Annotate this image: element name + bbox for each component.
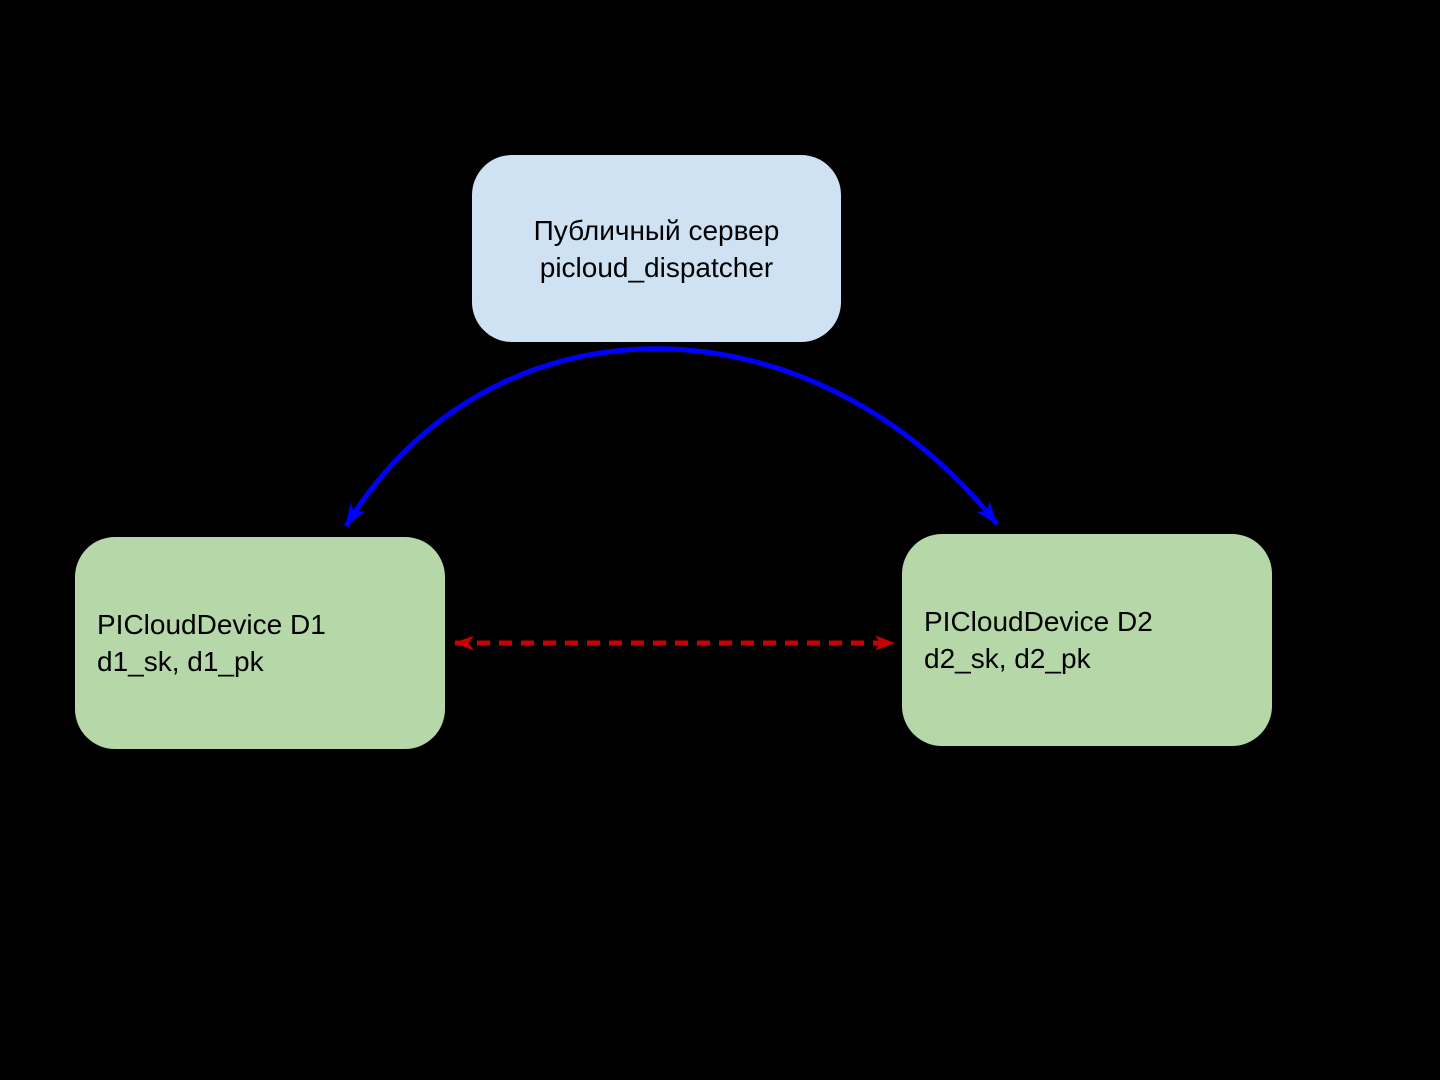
device1-node: PICloudDevice D1 d1_sk, d1_pk [73, 535, 447, 751]
device2-node-keys: d2_sk, d2_pk [924, 643, 1091, 674]
device1-node-keys: d1_sk, d1_pk [97, 646, 264, 677]
device2-node: PICloudDevice D2 d2_sk, d2_pk [900, 532, 1274, 748]
device2-node-title: PICloudDevice D2 [924, 606, 1153, 637]
server-node-subtitle: picloud_dispatcher [539, 251, 774, 283]
server-node-title: Публичный сервер [533, 214, 780, 246]
server-relay-arrow [343, 346, 999, 528]
server-node: Публичный сервер picloud_dispatcher [470, 153, 843, 344]
device1-node-title: PICloudDevice D1 [97, 609, 326, 640]
